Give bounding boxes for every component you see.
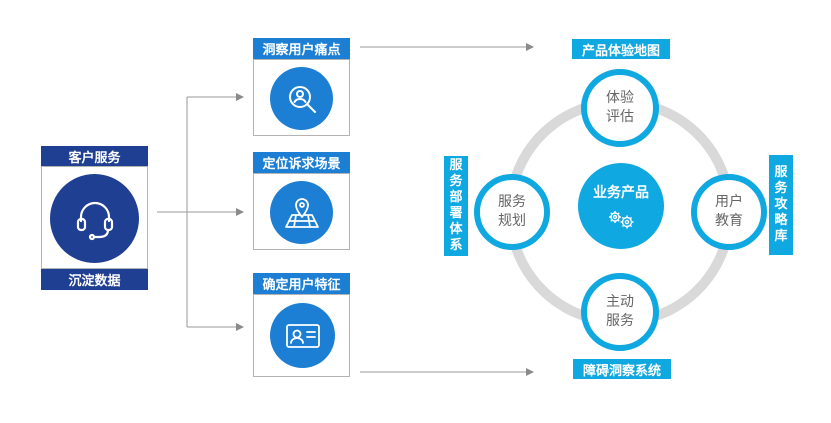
- id-card-icon: [270, 303, 335, 368]
- left-tag-char: 服: [449, 158, 463, 173]
- node-text: 主动: [606, 294, 634, 310]
- headset-icon: [50, 174, 139, 263]
- right-tag-char: 攻: [774, 197, 788, 212]
- product-experience-map-tag: 产品体验地图: [572, 39, 670, 59]
- step-label-scenario: 定位诉求场景: [253, 152, 350, 173]
- node-text: 服务: [498, 194, 526, 210]
- business-product-center: 业务产品: [578, 163, 664, 249]
- step-panel-features: [253, 294, 350, 377]
- node-text: 教育: [715, 213, 743, 229]
- step-label-features: 确定用户特征: [253, 273, 350, 294]
- step-panel-pain-points: [253, 59, 350, 136]
- node-text: 评估: [606, 109, 634, 125]
- step-label-pain-points: 洞察用户痛点: [253, 38, 350, 59]
- service-strategy-library-tag: 服 务 攻 略 库: [769, 155, 793, 255]
- step-panel-scenario: [253, 173, 350, 250]
- left-tag-char: 署: [449, 206, 463, 221]
- gears-icon: [609, 211, 634, 229]
- left-tag-char: 务: [449, 174, 463, 189]
- right-tag-char: 服: [774, 165, 788, 180]
- right-tag-char: 务: [774, 181, 788, 196]
- sediment-data-label: 沉淀数据: [41, 269, 148, 290]
- customer-service-panel: [41, 166, 148, 269]
- map-pin-icon: [270, 181, 333, 244]
- node-text: 用户: [715, 194, 743, 210]
- node-text: 服务: [606, 313, 634, 329]
- customer-service-label: 客户服务: [41, 146, 148, 166]
- node-service-planning: 服务 规划: [474, 174, 550, 250]
- right-tag-char: 略: [774, 213, 788, 228]
- node-text: 规划: [498, 213, 526, 229]
- left-tag-char: 部: [449, 190, 463, 205]
- right-tag-char: 库: [774, 229, 788, 244]
- node-experience-evaluation: 体验 评估: [581, 69, 659, 147]
- obstacle-insight-system-tag: 障碍洞察系统: [573, 359, 671, 379]
- service-deployment-system-tag: 服 务 部 署 体 系: [444, 156, 468, 256]
- node-text: 体验: [606, 90, 634, 106]
- node-proactive-service: 主动 服务: [581, 273, 659, 351]
- search-user-icon: [270, 67, 333, 130]
- left-tag-char: 系: [449, 238, 463, 253]
- left-tag-char: 体: [449, 222, 463, 237]
- node-user-education: 用户 教育: [691, 174, 767, 250]
- center-label: 业务产品: [593, 185, 649, 201]
